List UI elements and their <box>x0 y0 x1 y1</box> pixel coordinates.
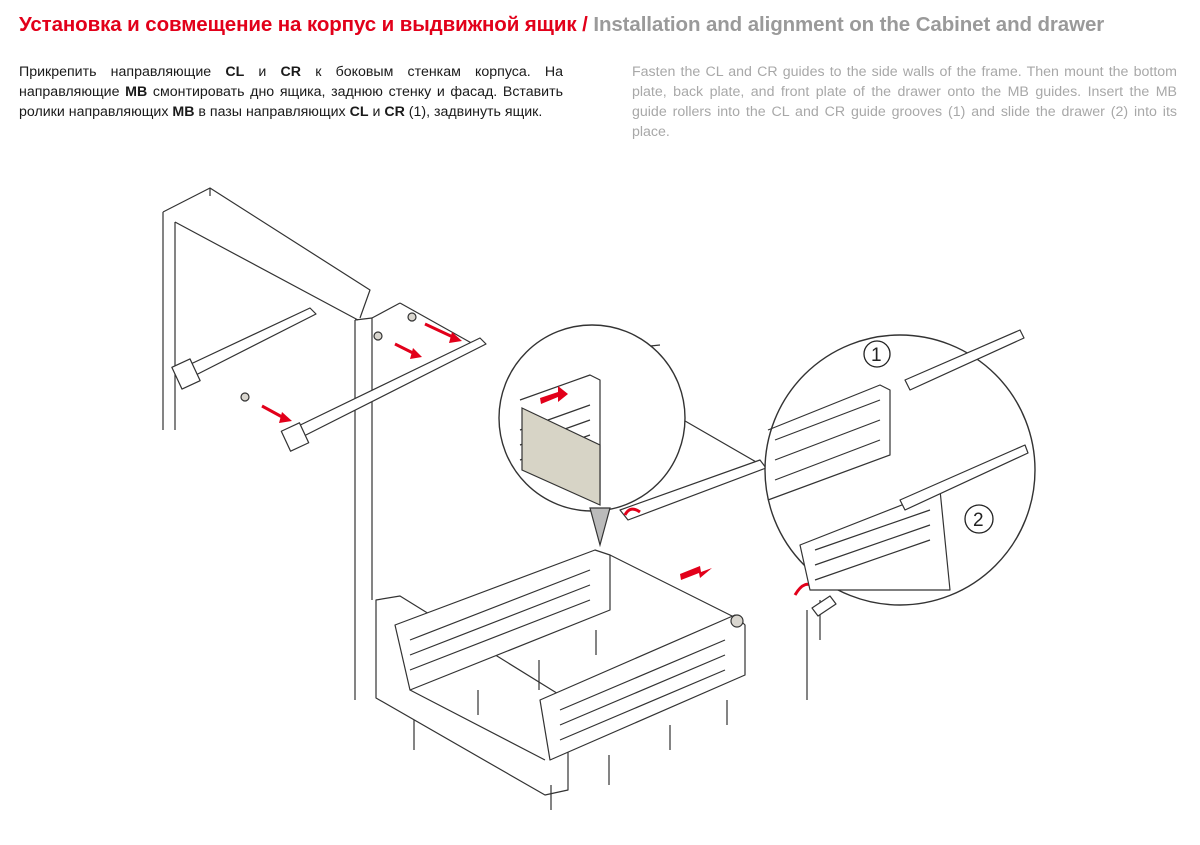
guide-mb: MB <box>125 84 148 100</box>
guide-mb: MB <box>172 104 195 120</box>
guide-cl: CL <box>225 64 245 80</box>
text: Прикрепить направляющие <box>19 64 226 80</box>
callout-1-circle <box>863 340 891 368</box>
title-separator: / <box>582 13 588 36</box>
text: и <box>368 104 385 120</box>
callout-2-circle <box>964 504 994 534</box>
text: (1), задвинуть ящик. <box>404 104 543 120</box>
detail-circle-left <box>498 324 686 548</box>
guide-cl: CL <box>349 104 369 120</box>
text: в пазы направляющих <box>194 104 350 120</box>
rail-cl <box>171 307 837 617</box>
title-russian: Установка и совмещение на корпус и выдви… <box>19 13 577 36</box>
callout-1: 1 <box>871 345 882 366</box>
text: к боковым стенкам корпуса. На направляющ… <box>19 64 564 100</box>
detail-circle-right: 1 2 <box>764 329 1036 606</box>
page-title: Установка и совмещение на корпус и выдви… <box>19 13 1104 37</box>
guide-cr: CR <box>384 104 405 120</box>
callout-2: 2 <box>973 510 984 531</box>
text: и <box>244 64 281 80</box>
guide-cr: CR <box>280 64 302 80</box>
instructions-english: Fasten the CL and CR guides to the side … <box>632 64 1177 140</box>
instructions-russian: Прикрепить направляющие CL и CR к боковы… <box>19 62 563 122</box>
drawer <box>375 549 746 810</box>
title-english: Installation and alignment on the Cabine… <box>593 13 1105 36</box>
text: смонтировать дно ящика, заднюю стенку и … <box>19 84 564 120</box>
